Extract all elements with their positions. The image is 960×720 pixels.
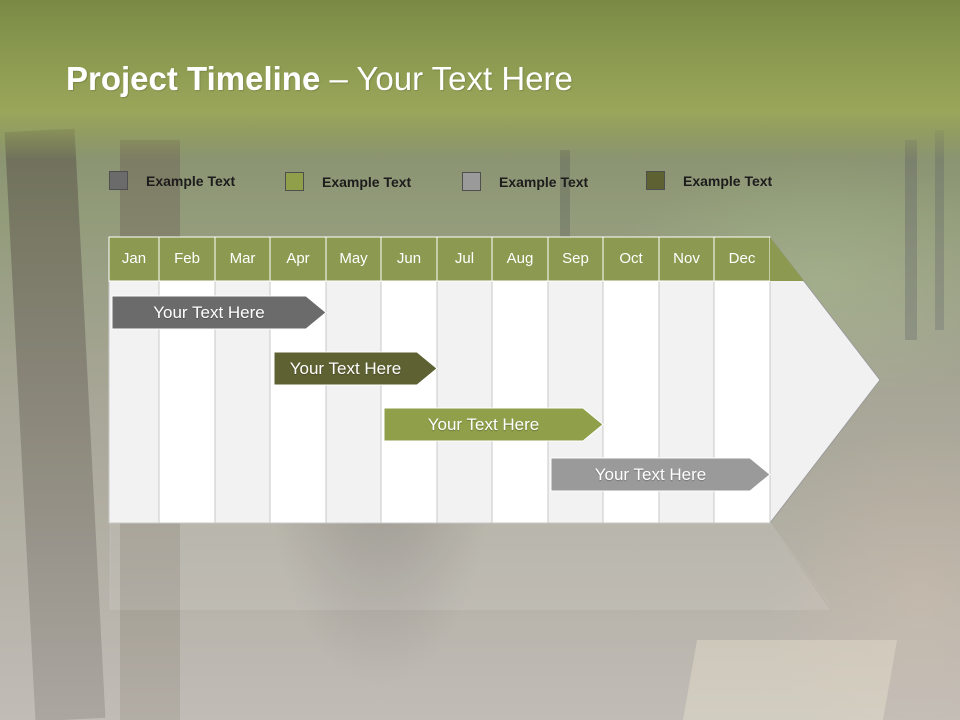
month-header-cell	[602, 236, 660, 282]
month-label: Nov	[673, 250, 700, 267]
month-label: Apr	[286, 250, 310, 267]
legend-label: Example Text	[683, 173, 773, 189]
month-label: Aug	[506, 250, 534, 267]
month-label: Feb	[174, 250, 200, 267]
legend-label: Example Text	[146, 173, 236, 189]
header-arrow-tip	[770, 237, 804, 281]
month-header-cell	[108, 236, 160, 282]
month-column	[325, 280, 382, 524]
task-bars	[111, 295, 771, 492]
task-bar-label: Your Text Here	[594, 465, 707, 484]
legend-label: Example Text	[499, 174, 589, 190]
month-label: Dec	[728, 250, 756, 267]
timeline-reflection	[110, 523, 830, 610]
task-bar	[550, 457, 771, 492]
task-bar	[273, 351, 438, 386]
task-bar-label: Your Text Here	[289, 359, 402, 378]
legend-swatch	[109, 171, 128, 190]
month-header-cells	[108, 236, 771, 282]
title-bold: Project Timeline	[66, 60, 321, 97]
month-header-cell	[547, 236, 604, 282]
month-header-cell	[658, 236, 715, 282]
month-label: Oct	[619, 250, 643, 267]
header-band	[0, 0, 960, 160]
month-header-cell	[269, 236, 327, 282]
month-label: Jun	[396, 250, 422, 267]
task-bar	[383, 407, 604, 442]
month-header-cell	[436, 236, 493, 282]
tree-trunk	[935, 130, 944, 330]
reflection-edge	[769, 522, 831, 606]
tree-trunk	[905, 140, 917, 340]
month-column	[436, 280, 493, 524]
legend-swatch	[285, 172, 304, 191]
task-bar-label: Your Text Here	[153, 303, 265, 322]
legend-swatch	[462, 172, 481, 191]
month-header-cell	[158, 236, 216, 282]
month-label: May	[339, 250, 368, 267]
month-column	[380, 280, 438, 524]
month-label: Mar	[229, 250, 256, 267]
task-bar-label: Your Text Here	[427, 415, 540, 434]
page-title: Project Timeline – Your Text Here	[66, 60, 573, 104]
month-label: Jul	[454, 250, 475, 267]
month-header-cell	[713, 236, 771, 282]
legend-swatch	[646, 171, 665, 190]
month-column	[491, 280, 549, 524]
month-header-cell	[380, 236, 438, 282]
legend-label: Example Text	[322, 174, 412, 190]
month-label: Sep	[562, 250, 589, 267]
month-label: Jan	[121, 250, 147, 267]
task-bar	[111, 295, 327, 330]
title-rest: – Your Text Here	[320, 60, 573, 97]
